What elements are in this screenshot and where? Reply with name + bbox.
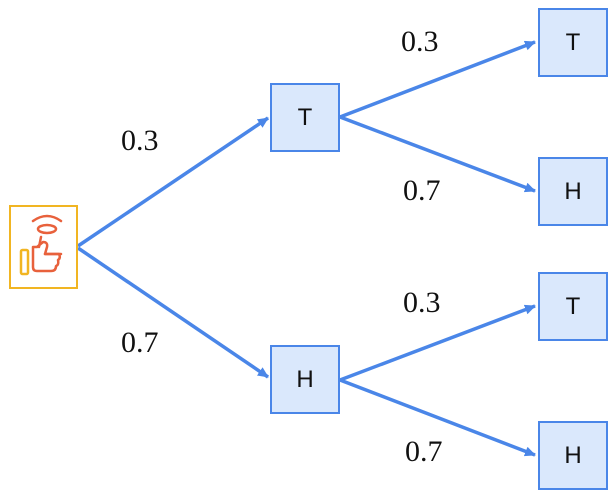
prob-label-root-t: 0.3 bbox=[121, 124, 159, 157]
prob-label-h-t: 0.3 bbox=[403, 286, 441, 319]
edge-t-to-t bbox=[339, 40, 536, 119]
edge-h-to-t bbox=[339, 304, 536, 382]
prob-label-t-h: 0.7 bbox=[403, 174, 441, 207]
edge-root-to-t bbox=[77, 116, 269, 248]
node-level2-t-upper: T bbox=[538, 8, 608, 77]
edge-t-to-h bbox=[339, 115, 536, 193]
node-level1-h: H bbox=[270, 345, 340, 414]
root-node bbox=[9, 205, 78, 289]
node-level1-t: T bbox=[270, 83, 340, 152]
prob-label-root-h: 0.7 bbox=[121, 326, 159, 359]
prob-label-t-t: 0.3 bbox=[401, 25, 439, 58]
node-level2-h-lower: H bbox=[538, 421, 608, 490]
node-level2-t-lower: T bbox=[538, 272, 608, 341]
prob-label-h-h: 0.7 bbox=[405, 435, 443, 468]
edge-root-to-h bbox=[77, 246, 269, 379]
hand-flipping-coin-icon bbox=[19, 214, 63, 276]
edge-h-to-h bbox=[339, 378, 536, 457]
node-level2-h-upper: H bbox=[538, 157, 608, 226]
